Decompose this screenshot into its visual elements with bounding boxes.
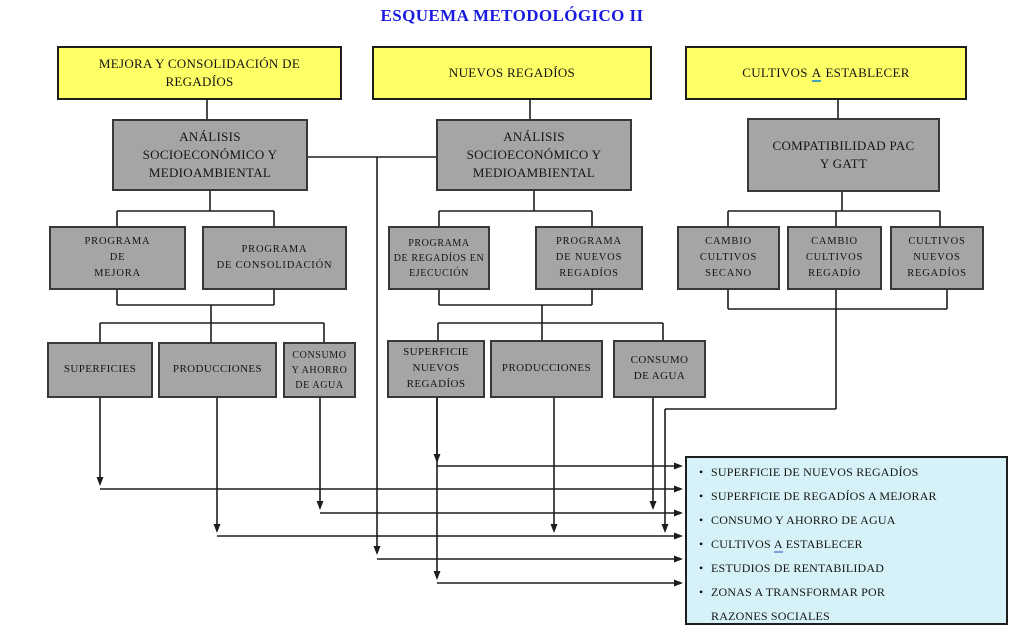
- summary-panel: SUPERFICIE DE NUEVOS REGADÍOS SUPERFICIE…: [685, 456, 1008, 625]
- summary-item: SUPERFICIE DE REGADÍOS A MEJORAR: [697, 484, 1000, 508]
- item-cultivos-a-underlined: A: [773, 537, 783, 553]
- box-consumo-de-agua: CONSUMO DE AGUA: [613, 340, 706, 398]
- cultivos-post: ESTABLECER: [825, 64, 910, 80]
- box-programa-mejora: PROGRAMA DE MEJORA: [49, 226, 186, 290]
- cultivos-a-underlined: A: [811, 64, 822, 82]
- box-cultivos-nuevos-regadios: CULTIVOS NUEVOS REGADÍOS: [890, 226, 984, 290]
- summary-list: SUPERFICIE DE NUEVOS REGADÍOS SUPERFICIE…: [697, 460, 1000, 628]
- box-mejora-consolidacion: MEJORA Y CONSOLIDACIÓN DE REGADÍOS: [57, 46, 342, 100]
- box-cambio-cultivos-regadio: CAMBIO CULTIVOS REGADÍO: [787, 226, 882, 290]
- box-superficies: SUPERFICIES: [47, 342, 153, 398]
- box-nuevos-regadios: NUEVOS REGADÍOS: [372, 46, 652, 100]
- item-cultivos-post: ESTABLECER: [785, 537, 863, 551]
- box-superficie-nuevos-regadios: SUPERFICIE NUEVOS REGADÍOS: [387, 340, 485, 398]
- box-producciones-izquierda: PRODUCCIONES: [158, 342, 277, 398]
- box-compatibilidad-pac-gatt: COMPATIBILIDAD PAC Y GATT: [747, 118, 940, 192]
- box-programa-nuevos-regadios: PROGRAMA DE NUEVOS REGADÍOS: [535, 226, 643, 290]
- cultivos-pre: CULTIVOS: [742, 64, 808, 80]
- box-producciones-centro: PRODUCCIONES: [490, 340, 603, 398]
- summary-item: ESTUDIOS DE RENTABILIDAD: [697, 556, 1000, 580]
- box-analisis-centro: ANÁLISIS SOCIOECONÓMICO Y MEDIOAMBIENTAL: [436, 119, 632, 191]
- summary-item: SUPERFICIE DE NUEVOS REGADÍOS: [697, 460, 1000, 484]
- box-programa-regadios-ejecucion: PROGRAMA DE REGADÍOS EN EJECUCIÓN: [388, 226, 490, 290]
- box-analisis-izquierda: ANÁLISIS SOCIOECONÓMICO Y MEDIOAMBIENTAL: [112, 119, 308, 191]
- box-consumo-ahorro-agua: CONSUMO Y AHORRO DE AGUA: [283, 342, 356, 398]
- summary-item: CONSUMO Y AHORRO DE AGUA: [697, 508, 1000, 532]
- item-cultivos-pre: CULTIVOS: [711, 537, 771, 551]
- box-cambio-cultivos-secano: CAMBIO CULTIVOS SECANO: [677, 226, 780, 290]
- box-programa-consolidacion: PROGRAMA DE CONSOLIDACIÓN: [202, 226, 347, 290]
- summary-item: ZONAS A TRANSFORMAR POR RAZONES SOCIALES: [697, 580, 1000, 628]
- diagram-title: ESQUEMA METODOLÓGICO II: [380, 6, 644, 25]
